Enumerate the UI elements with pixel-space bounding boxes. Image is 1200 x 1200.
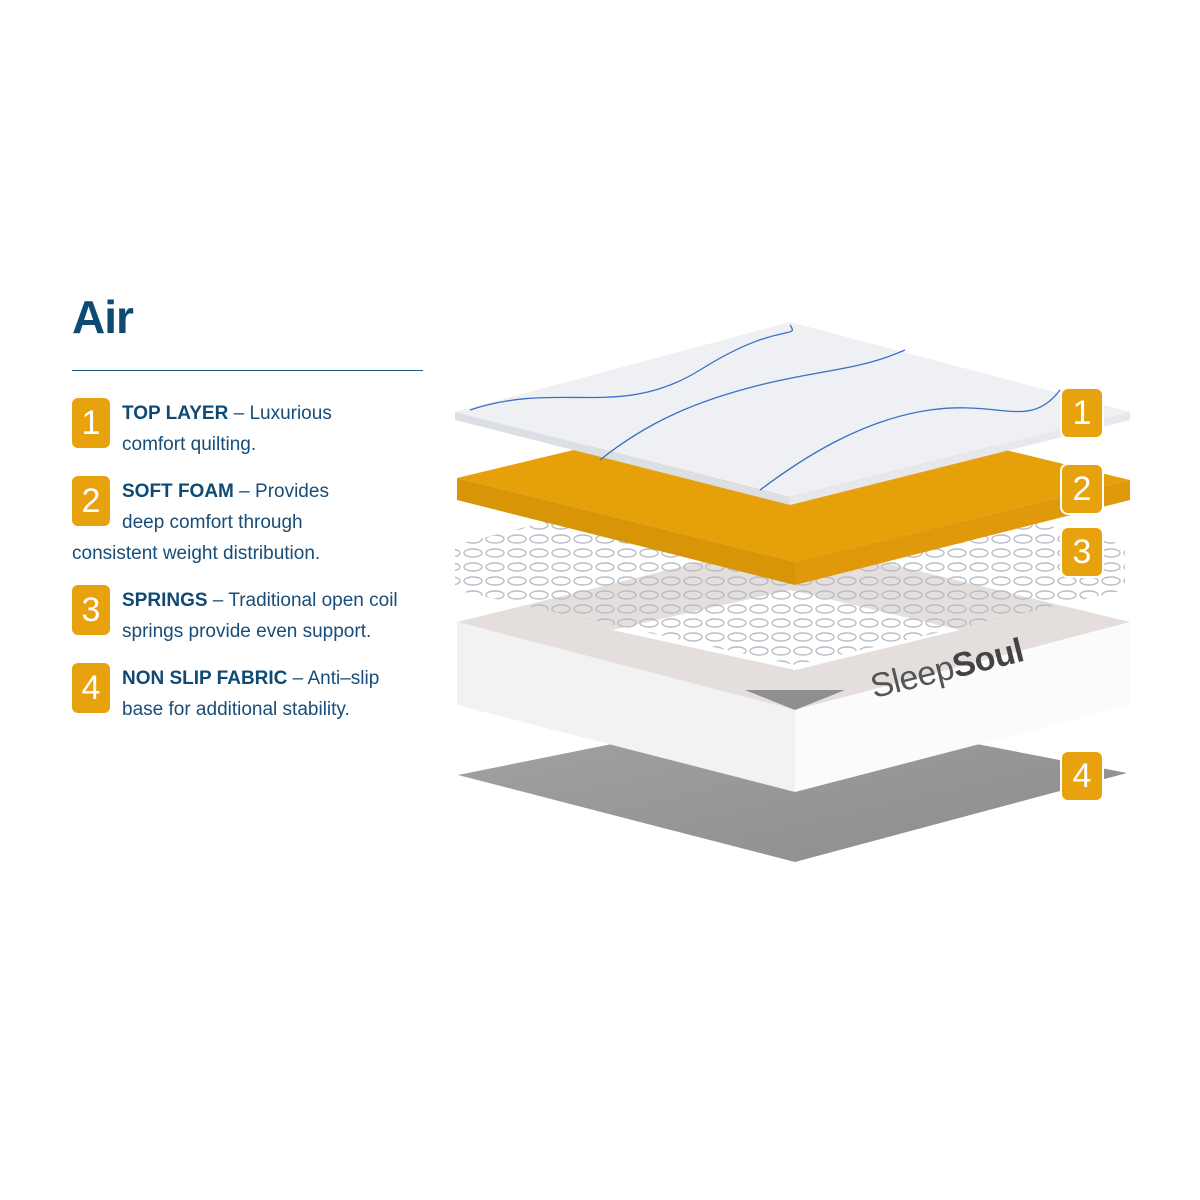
dash: – bbox=[287, 668, 308, 689]
layer-desc: deep comfort through bbox=[122, 512, 303, 533]
diagram-badge-2: 2 bbox=[1062, 465, 1102, 513]
layer-desc: springs provide even support. bbox=[122, 621, 372, 642]
divider bbox=[72, 370, 423, 371]
dash: – bbox=[233, 481, 256, 502]
layer-name: SOFT FOAM bbox=[122, 481, 234, 502]
diagram-badge-4: 4 bbox=[1062, 752, 1102, 800]
number-badge: 4 bbox=[72, 663, 110, 713]
layer-description-3: 3 SPRINGS – Traditional open coil spring… bbox=[72, 585, 432, 647]
layer-desc: Provides bbox=[255, 481, 329, 502]
layer-desc: consistent weight distribution. bbox=[72, 543, 321, 564]
diagram-badge-1: 1 bbox=[1062, 389, 1102, 437]
number-badge: 1 bbox=[72, 398, 110, 448]
page-title: Air bbox=[72, 291, 134, 343]
layer-desc: Anti–slip bbox=[307, 668, 380, 689]
number-badge: 3 bbox=[72, 585, 110, 635]
layer-name: TOP LAYER bbox=[122, 403, 229, 424]
layer-name: SPRINGS bbox=[122, 590, 208, 611]
number-badge: 2 bbox=[72, 476, 110, 526]
layer-description-4: 4 NON SLIP FABRIC – Anti–slip base for a… bbox=[72, 663, 432, 725]
dash: – bbox=[228, 403, 250, 424]
top-layer bbox=[455, 322, 1130, 505]
layer-description-1: 1 TOP LAYER – Luxurious comfort quilting… bbox=[72, 398, 432, 460]
layer-desc: base for additional stability. bbox=[122, 699, 350, 720]
diagram-badge-3: 3 bbox=[1062, 528, 1102, 576]
layer-name: NON SLIP FABRIC bbox=[122, 668, 288, 689]
layer-desc: Luxurious bbox=[249, 403, 332, 424]
layer-description-2: 2 SOFT FOAM – Provides deep comfort thro… bbox=[72, 476, 432, 569]
dash: – bbox=[207, 590, 229, 611]
layer-desc: comfort quilting. bbox=[122, 434, 257, 455]
layer-desc: Traditional open coil bbox=[228, 590, 398, 611]
